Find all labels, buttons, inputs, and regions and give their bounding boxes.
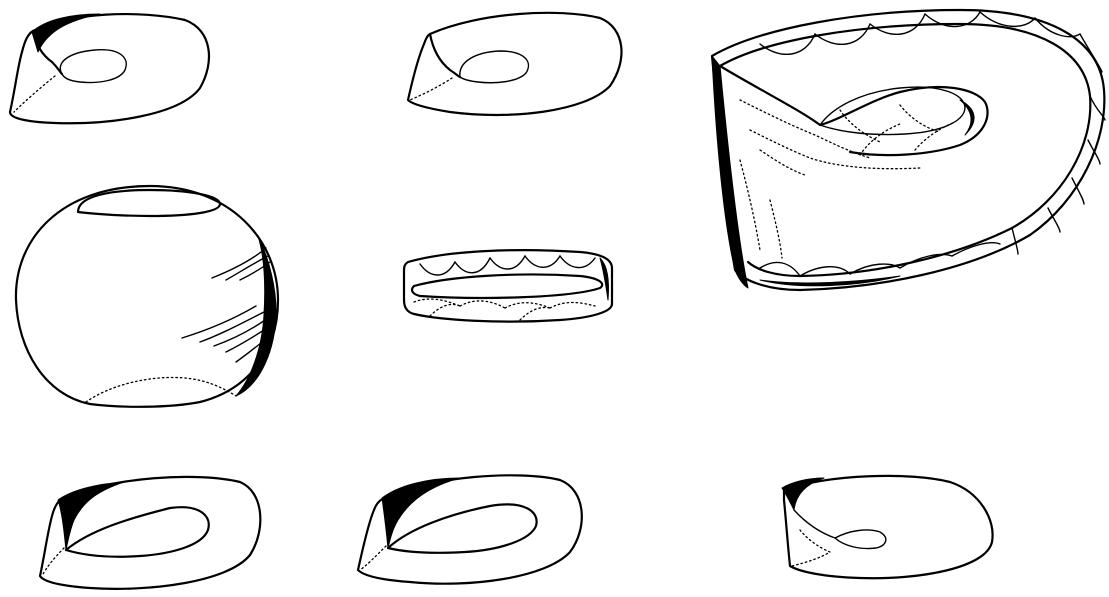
immersion-large-right: [712, 10, 1105, 290]
surface-bottom-middle: [358, 475, 582, 583]
surface-top-middle: [408, 13, 621, 115]
sphere-middle-left: [16, 186, 278, 407]
surface-top-left: [10, 14, 209, 123]
surface-bottom-left: [40, 477, 260, 589]
surface-bottom-right: [782, 476, 993, 578]
band-center: [404, 250, 612, 321]
